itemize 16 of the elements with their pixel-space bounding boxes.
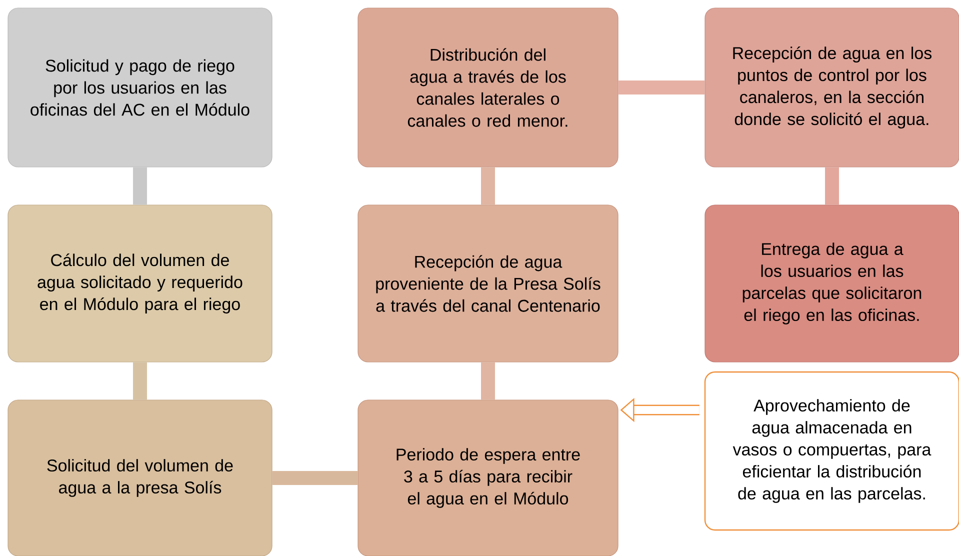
process-box: Cálculo del volumen de agua solicitado y requerido en el Módulo para el riego <box>8 204 272 362</box>
process-box: Entrega de agua a los usuarios en las parcelas que solicitaron el riego en las oficinas. <box>704 204 959 362</box>
process-box: Periodo de espera entre 3 a 5 días para recibir el agua en el Módulo <box>358 400 618 556</box>
connector <box>825 167 839 205</box>
process-box: Distribución del agua a través de los canales laterales o canales o red menor. <box>358 8 618 168</box>
connector <box>133 362 147 400</box>
connector <box>481 362 495 400</box>
process-box: Solicitud y pago de riego por los usuarios en las oficinas del AC en el Módulo <box>8 8 272 168</box>
connector <box>272 471 358 485</box>
connector <box>133 167 147 205</box>
connector <box>618 80 705 94</box>
process-box: Aprovechamiento de agua almacenada en vasos o compuertas, para eficientar la distribución de agua en las parcelas. <box>704 371 959 531</box>
process-box: Recepción de agua en los puntos de control por los canaleros, en la sección donde se solicitó el agua. <box>704 8 959 168</box>
process-box: Recepción de agua proveniente de la Presa Solís a través del canal Centenario <box>358 204 618 362</box>
connector <box>481 167 495 205</box>
process-box: Solicitud del volumen de agua a la presa Solís <box>8 400 272 556</box>
